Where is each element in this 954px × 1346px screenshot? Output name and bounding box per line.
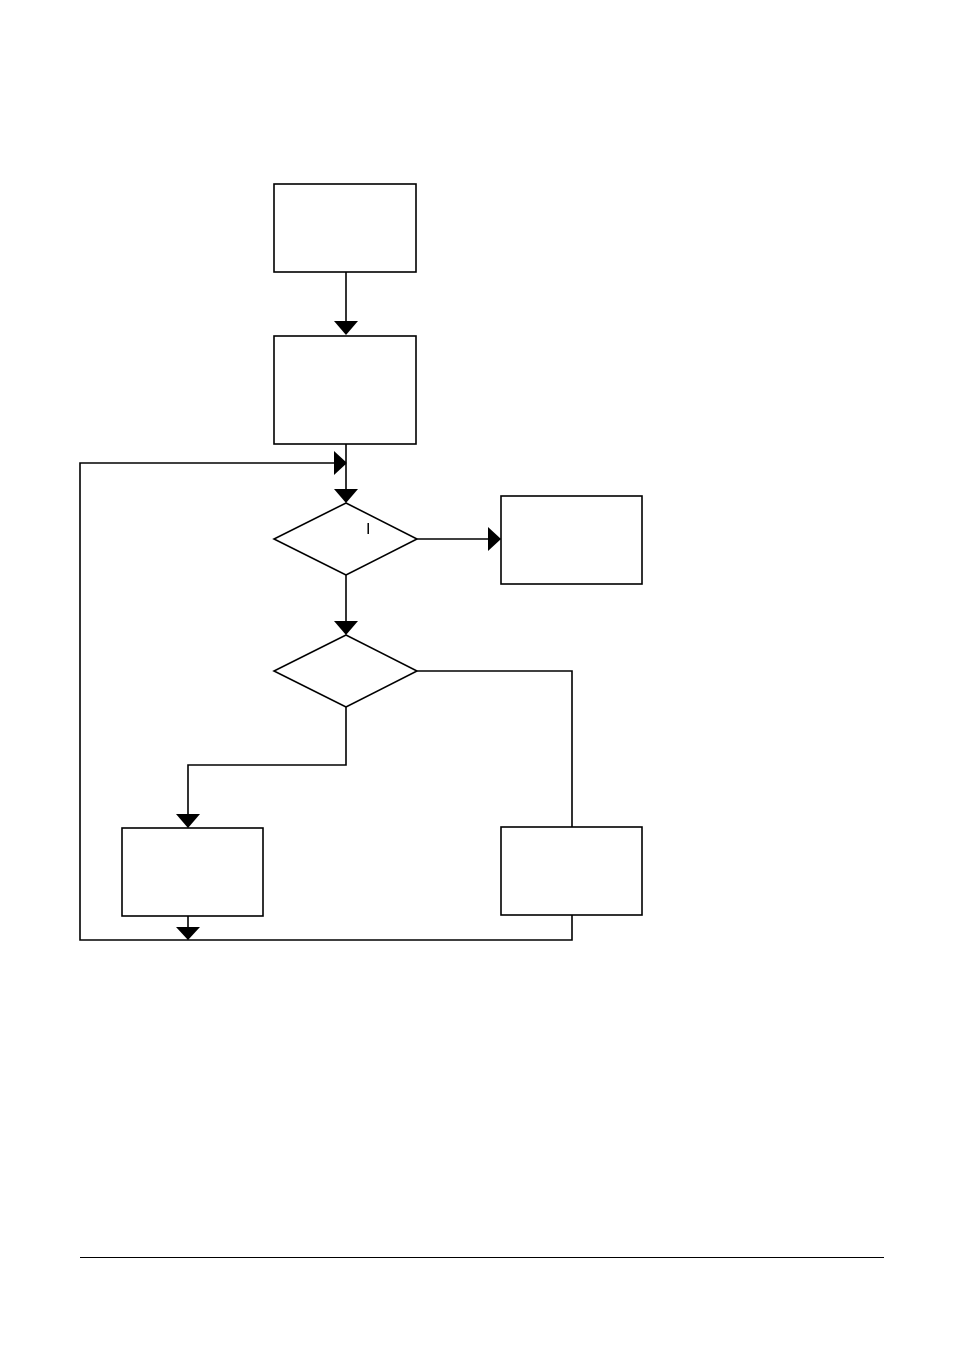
connector-decision2-box5 xyxy=(417,670,573,827)
connector-loop-back xyxy=(79,462,573,941)
arrowhead-down-decision2 xyxy=(334,621,358,635)
process-box-2 xyxy=(273,335,417,445)
decision-diamond-2 xyxy=(272,634,419,708)
arrowhead-down-box2 xyxy=(334,321,358,335)
connector-decision2-box4 xyxy=(187,707,347,815)
arrowhead-down-box4 xyxy=(176,814,200,828)
arrowhead-right-loop xyxy=(334,451,347,475)
process-box-3 xyxy=(500,495,643,585)
arrowhead-down-decision1 xyxy=(334,489,358,503)
arrowhead-right-box3 xyxy=(488,527,501,551)
process-box-1 xyxy=(273,183,417,273)
process-box-5 xyxy=(500,826,643,916)
decision-1-label: I xyxy=(366,521,370,538)
decision-diamond-1 xyxy=(272,502,419,576)
process-box-4 xyxy=(121,827,264,917)
footer-rule xyxy=(80,1257,884,1258)
arrowhead-down-bottom xyxy=(176,927,200,940)
